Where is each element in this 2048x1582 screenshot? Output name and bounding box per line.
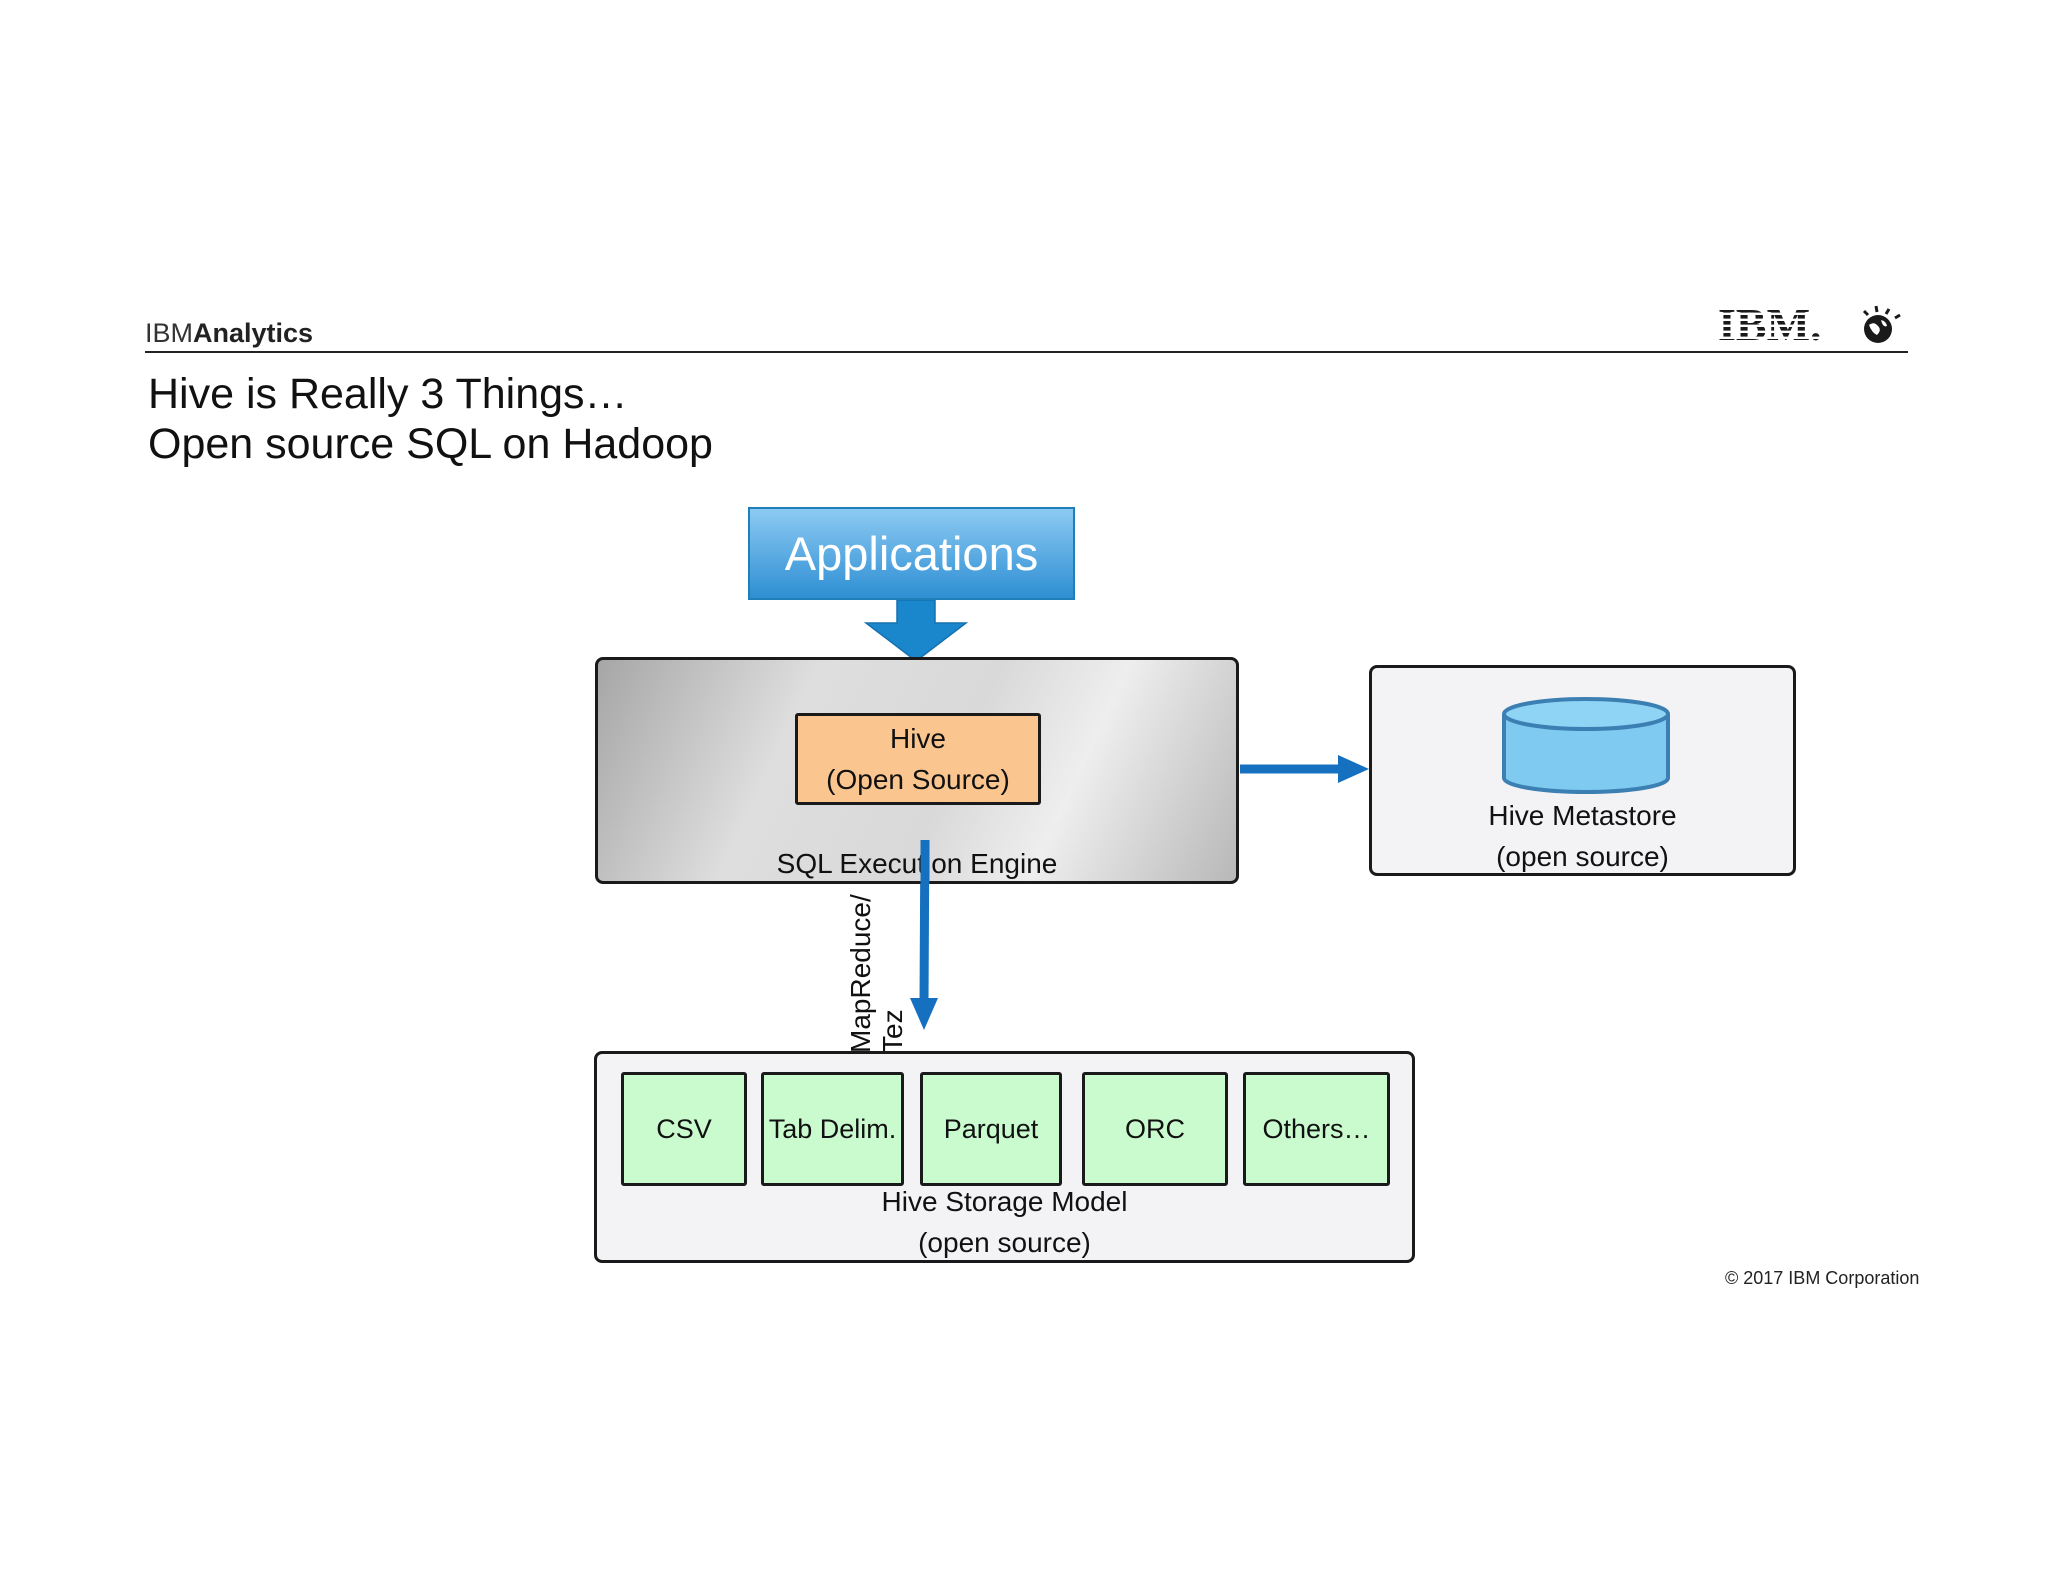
applications-label: Applications — [784, 527, 1039, 580]
hive-label: Hive — [889, 723, 946, 754]
format-parquet: Parquet — [920, 1072, 1062, 1186]
mapreduce-tez-label: MapReduce/ Tez — [845, 894, 909, 1053]
engine-to-metastore-arrow — [1240, 755, 1369, 783]
tez-label: Tez — [877, 1009, 908, 1053]
hive-storage-model-label: Hive Storage Model (open source) — [594, 1181, 1415, 1263]
applications-box: Applications — [748, 507, 1075, 600]
format-csv: CSV — [621, 1072, 747, 1186]
mapreduce-label: MapReduce/ — [845, 894, 876, 1053]
sql-execution-engine-label: SQL Execution Engine — [776, 848, 1058, 879]
brand-suffix: Analytics — [193, 318, 314, 348]
format-tab-delimited: Tab Delim. — [761, 1072, 904, 1186]
format-orc: ORC — [1082, 1072, 1228, 1186]
applications-down-arrow — [863, 599, 969, 662]
header-rule — [145, 351, 1908, 353]
ibm-logo-text: IBM. — [1718, 303, 1822, 345]
copyright-notice: © 2017 IBM Corporation — [1725, 1268, 1920, 1288]
ibm-logo: IBM. — [1718, 303, 1901, 345]
hive-box: Hive (Open Source) — [795, 713, 1041, 805]
globe-icon — [1862, 305, 1901, 343]
hive-storage-model-subtitle: (open source) — [918, 1227, 1091, 1258]
hive-metastore-label: Hive Metastore (open source) — [1369, 795, 1796, 877]
format-others: Others… — [1243, 1072, 1390, 1186]
brand-label: IBMAnalytics — [145, 318, 313, 349]
slide-title-line-1: Hive is Really 3 Things… — [148, 370, 628, 418]
hive-sublabel: (Open Source) — [826, 764, 1010, 795]
slide-title-line-2: Open source SQL on Hadoop — [148, 420, 713, 468]
brand-prefix: IBM — [145, 318, 194, 348]
hive-storage-model-title: Hive Storage Model — [881, 1186, 1128, 1217]
database-cylinder-icon — [1502, 697, 1670, 794]
hive-metastore-subtitle: (open source) — [1496, 841, 1669, 872]
hive-metastore-title: Hive Metastore — [1488, 800, 1677, 831]
